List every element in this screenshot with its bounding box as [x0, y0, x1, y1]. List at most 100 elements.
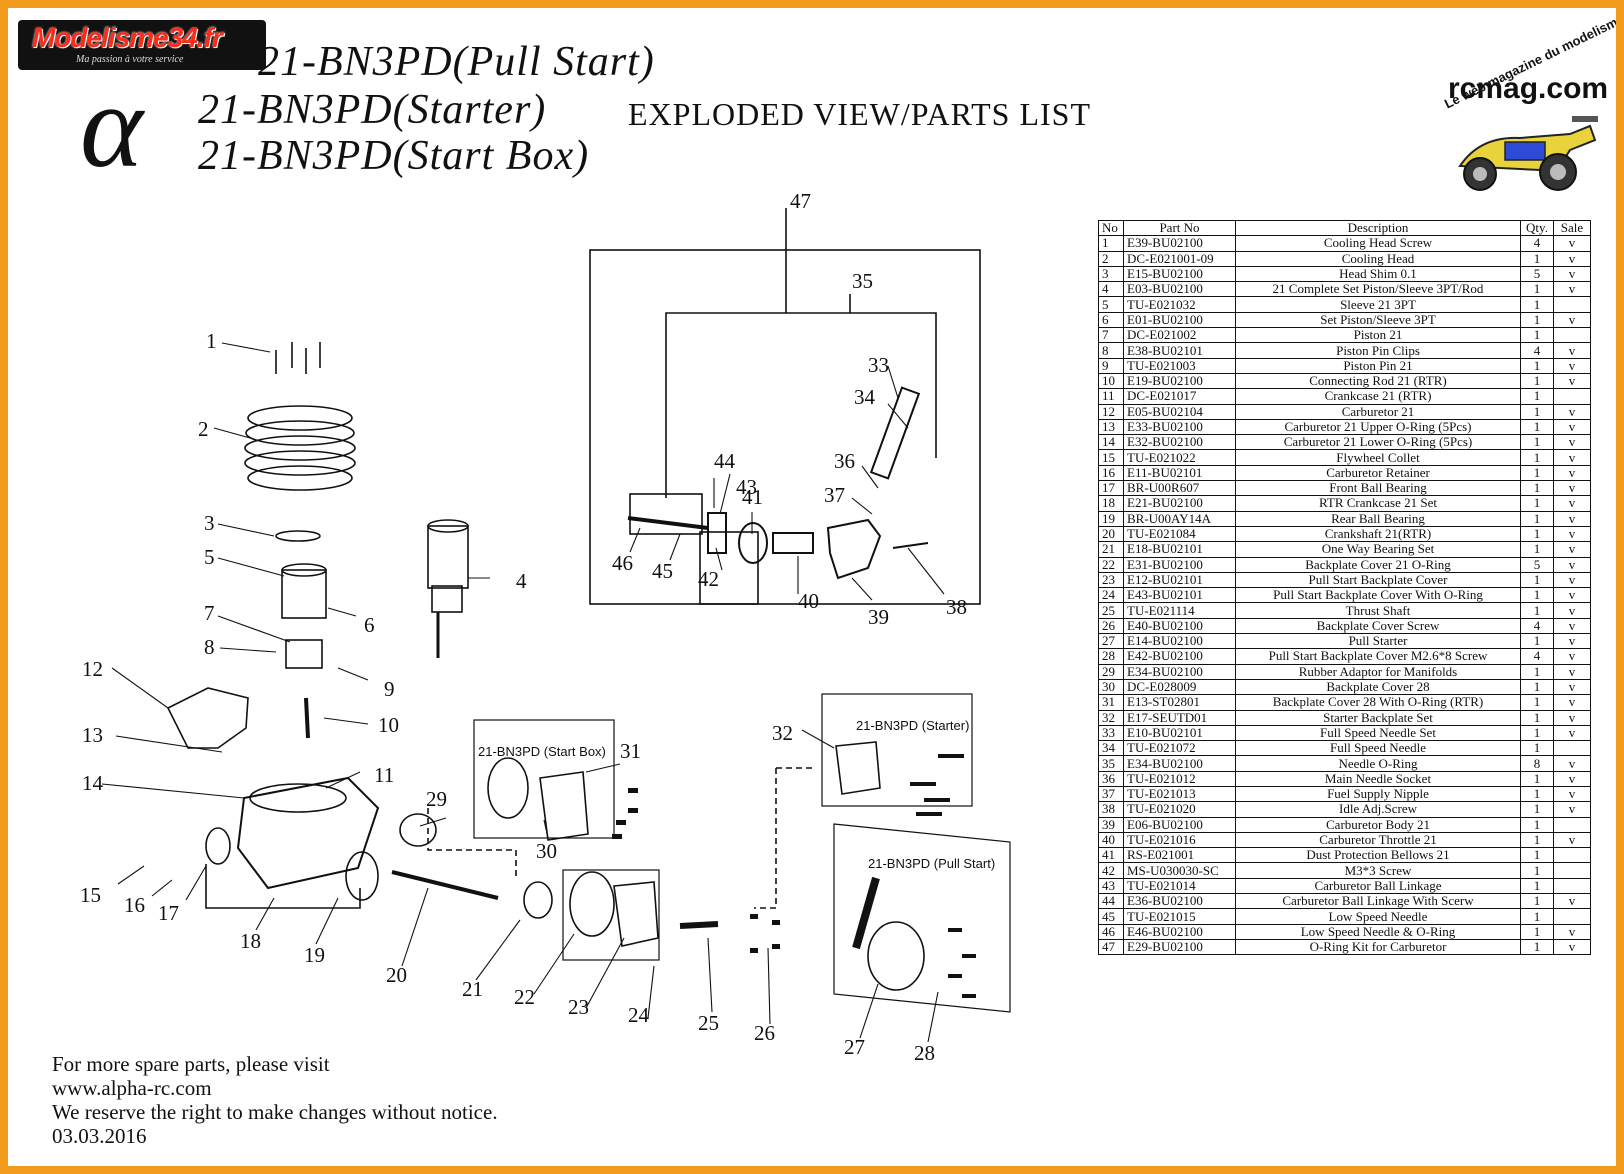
row-part-no: E18-BU02101 [1123, 541, 1236, 558]
row-part-no: TU-E021022 [1123, 449, 1236, 466]
row-sale: v [1553, 633, 1591, 650]
row-part-no: E31-BU02100 [1123, 556, 1236, 573]
row-description: Dust Protection Bellows 21 [1235, 847, 1521, 864]
row-qty: 5 [1520, 265, 1554, 283]
row-no: 10 [1098, 372, 1124, 390]
start-box-label: 21-BN3PD (Start Box) [478, 744, 606, 759]
row-sale: v [1553, 311, 1591, 329]
row-qty: 5 [1520, 556, 1554, 573]
row-qty: 1 [1520, 449, 1554, 466]
row-description: Fuel Supply Nipple [1235, 785, 1521, 803]
row-qty: 1 [1520, 296, 1554, 313]
row-part-no: E42-BU02100 [1123, 648, 1236, 665]
row-description: Rear Ball Bearing [1235, 510, 1521, 527]
row-sale: v [1553, 678, 1591, 696]
row-no: 19 [1098, 510, 1124, 527]
row-description: Crankcase 21 (RTR) [1235, 388, 1521, 405]
row-sale: v [1553, 480, 1591, 497]
row-qty: 1 [1520, 709, 1554, 726]
row-no: 23 [1098, 571, 1124, 589]
callout-9: 9 [384, 677, 395, 701]
row-description: Head Shim 0.1 [1235, 265, 1521, 283]
row-no: 30 [1098, 678, 1124, 696]
row-description: Idle Adj.Screw [1235, 801, 1521, 818]
logo-tagline: Ma passion à votre service [76, 54, 184, 65]
callout-35: 35 [852, 269, 873, 293]
row-qty: 1 [1520, 847, 1554, 864]
row-description: Main Needle Socket [1235, 770, 1521, 787]
row-part-no: RS-E021001 [1123, 847, 1236, 864]
row-part-no: TU-E021015 [1123, 908, 1236, 925]
callout-31: 31 [620, 739, 641, 763]
row-part-no: DC-E021001-09 [1123, 250, 1236, 267]
row-description: Rubber Adaptor for Manifolds [1235, 663, 1521, 680]
row-part-no: DC-E028009 [1123, 678, 1236, 696]
row-no: 47 [1098, 938, 1124, 956]
row-description: Carburetor 21 Lower O-Ring (5Pcs) [1235, 434, 1521, 451]
row-no: 28 [1098, 648, 1124, 665]
table-header-row: No Part No Description Qty. Sale [1098, 219, 1591, 237]
callout-19: 19 [304, 943, 325, 967]
row-qty: 1 [1520, 923, 1554, 940]
row-part-no: TU-E021013 [1123, 785, 1236, 803]
row-qty: 1 [1520, 694, 1554, 711]
row-description: RTR Crankcase 21 Set [1235, 495, 1521, 512]
row-no: 1 [1098, 235, 1124, 252]
row-description: Carburetor Ball Linkage With Scerw [1235, 893, 1521, 910]
row-no: 4 [1098, 281, 1124, 298]
row-qty: 1 [1520, 801, 1554, 818]
callout-14: 14 [82, 771, 104, 795]
row-no: 7 [1098, 327, 1124, 344]
row-sale: v [1553, 495, 1591, 512]
row-no: 37 [1098, 785, 1124, 803]
row-part-no: E38-BU02101 [1123, 342, 1236, 359]
row-sale [1553, 816, 1591, 833]
row-qty: 1 [1520, 311, 1554, 329]
row-sale: v [1553, 923, 1591, 940]
row-description: Backplate Cover 28 [1235, 678, 1521, 696]
row-description: Carburetor 21 Upper O-Ring (5Pcs) [1235, 418, 1521, 436]
row-part-no: TU-E021072 [1123, 740, 1236, 757]
row-description: M3*3 Screw [1235, 862, 1521, 879]
row-no: 25 [1098, 602, 1124, 619]
starter-label: 21-BN3PD (Starter) [856, 718, 969, 733]
row-part-no: BR-U00AY14A [1123, 510, 1236, 527]
row-qty: 1 [1520, 327, 1554, 344]
row-qty: 1 [1520, 587, 1554, 604]
carb-outer-box [589, 249, 981, 605]
row-description: Thrust Shaft [1235, 602, 1521, 619]
row-qty: 1 [1520, 250, 1554, 267]
row-sale: v [1553, 525, 1591, 543]
row-sale: v [1553, 556, 1591, 573]
callout-1: 1 [206, 329, 217, 353]
row-description: Sleeve 21 3PT [1235, 296, 1521, 313]
row-description: Pull Start Backplate Cover [1235, 571, 1521, 589]
row-sale: v [1553, 571, 1591, 589]
row-qty: 1 [1520, 678, 1554, 696]
row-qty: 1 [1520, 510, 1554, 527]
row-no: 9 [1098, 357, 1124, 374]
callout-28: 28 [914, 1041, 935, 1065]
callout-46: 46 [612, 551, 633, 575]
row-sale [1553, 327, 1591, 344]
row-no: 35 [1098, 755, 1124, 772]
title-starter: 21-BN3PD(Starter) [198, 87, 547, 133]
row-part-no: MS-U030030-SC [1123, 862, 1236, 879]
callout-8: 8 [204, 635, 215, 659]
callout-10: 10 [378, 713, 399, 737]
row-sale: v [1553, 464, 1591, 482]
row-qty: 1 [1520, 418, 1554, 436]
callout-20: 20 [386, 963, 407, 987]
